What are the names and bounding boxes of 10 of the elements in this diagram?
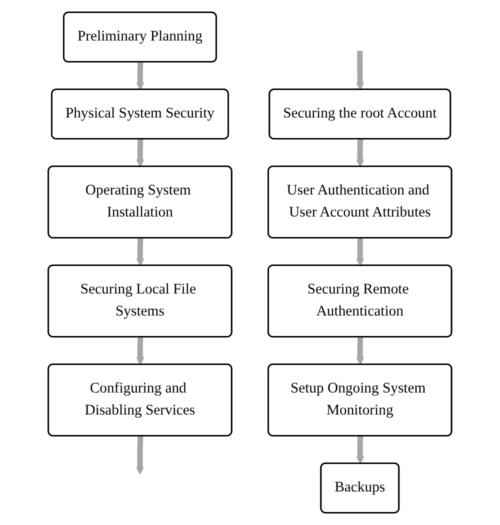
- arrow: [136, 238, 144, 266]
- arrow: [136, 436, 144, 475]
- arrow: [136, 138, 144, 168]
- arrow: [356, 336, 364, 366]
- arrow: [136, 62, 144, 90]
- arrow: [356, 50, 364, 90]
- arrow: [136, 336, 144, 366]
- arrow: [356, 436, 364, 464]
- arrow: [356, 238, 364, 266]
- arrow: [356, 138, 364, 168]
